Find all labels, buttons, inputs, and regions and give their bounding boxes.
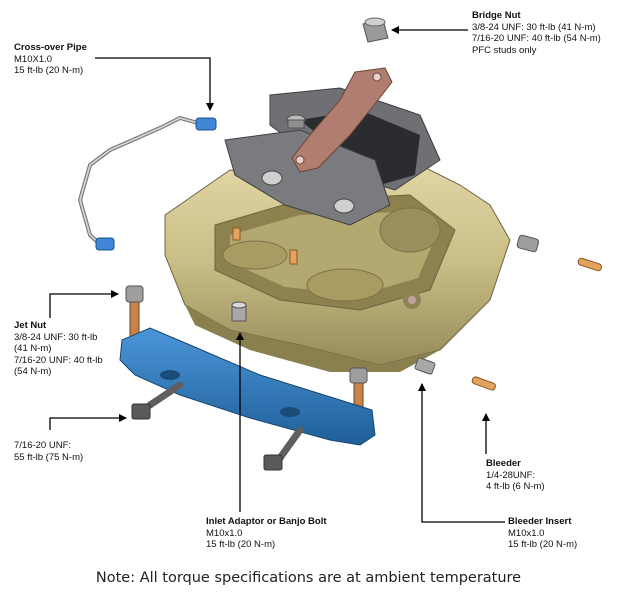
bleeder-loose-lower (471, 376, 496, 391)
inlet-adaptor-part (231, 301, 247, 322)
callout-crossover-pipe: Cross-over Pipe M10X1.0 15 ft-lb (20 N-m… (14, 42, 87, 77)
callout-jet-nut: Jet Nut 3/8-24 UNF: 30 ft-lb (41 N-m) 7/… (14, 320, 103, 378)
callout-bleeder: Bleeder 1/4-28UNF: 4 ft-lb (6 N-m) (486, 458, 545, 493)
callout-bleeder-line: 4 ft-lb (6 N-m) (486, 481, 545, 492)
leader-bleeder-insert (418, 383, 505, 523)
leader-crossover-pipe (95, 57, 214, 111)
callout-jet-nut-line: 3/8-24 UNF: 30 ft-lb (14, 331, 98, 343)
callout-inlet-adaptor: Inlet Adaptor or Banjo Bolt M10x1.0 15 f… (206, 516, 327, 551)
callout-mount-bolt-line: 55 ft-lb (75 N-m) (14, 451, 84, 463)
callout-jet-nut-line: (54 N-m) (14, 366, 52, 377)
callout-mount-bolt-line: 7/16-20 UNF: (14, 440, 72, 451)
callout-crossover-pipe-line: 15 ft-lb (20 N-m) (14, 65, 84, 76)
callout-inlet-adaptor-line: 15 ft-lb (20 N-m) (206, 539, 276, 550)
mounting-bracket (119, 327, 376, 446)
callout-crossover-pipe-line: M10X1.0 (14, 53, 53, 65)
callout-bleeder-line: 1/4-28UNF: (486, 469, 536, 481)
callout-bleeder-insert-title: Bleeder Insert (508, 516, 572, 527)
callout-jet-nut-line: 7/16-20 UNF: 40 ft-lb (14, 354, 103, 366)
bridge-nut-part (362, 17, 389, 43)
brass-pin-right (289, 249, 298, 265)
brass-pin-left (232, 227, 241, 241)
callout-bridge-nut-line: PFC studs only (472, 44, 537, 56)
bleeder-insert-part (414, 357, 436, 375)
callout-bridge-nut-line: 7/16-20 UNF: 40 ft-lb (54 N-m) (472, 33, 601, 44)
callout-bridge-nut-line: 3/8-24 UNF: 30 ft-lb (41 N-m) (472, 21, 596, 33)
leader-jet-nut (49, 290, 119, 318)
callout-mount-bolt: 7/16-20 UNF: 55 ft-lb (75 N-m) (14, 440, 83, 463)
bridge-plate (291, 67, 393, 173)
callout-crossover-pipe-title: Cross-over Pipe (14, 42, 87, 53)
leader-mount-bolt (49, 414, 127, 430)
caliper-body (164, 159, 511, 372)
mount-bolt-left (131, 381, 184, 420)
leader-lines (49, 26, 505, 523)
bleeder-insert-loose (516, 234, 540, 253)
callout-inlet-adaptor-line: M10x1.0 (206, 527, 243, 539)
crossover-pipe (77, 115, 217, 251)
footnote: Note: All torque specifications are at a… (95, 570, 522, 586)
callout-bleeder-title: Bleeder (486, 458, 521, 469)
bleeder-loose-upper (577, 257, 603, 272)
callout-bleeder-insert-line: M10x1.0 (508, 527, 545, 539)
callout-jet-nut-title: Jet Nut (14, 320, 47, 331)
callout-bridge-nut: Bridge Nut 3/8-24 UNF: 30 ft-lb (41 N-m)… (472, 10, 601, 56)
callout-inlet-adaptor-title: Inlet Adaptor or Banjo Bolt (206, 516, 327, 527)
callout-bleeder-insert-line: 15 ft-lb (20 N-m) (508, 539, 578, 550)
brake-pad-front (224, 129, 391, 226)
callout-bridge-nut-title: Bridge Nut (472, 10, 521, 21)
bridge-nut-on-caliper (286, 114, 306, 129)
mount-bolt-right (263, 426, 304, 471)
callout-jet-nut-line: (41 N-m) (14, 343, 52, 354)
callout-bleeder-insert: Bleeder Insert M10x1.0 15 ft-lb (20 N-m) (508, 516, 577, 551)
